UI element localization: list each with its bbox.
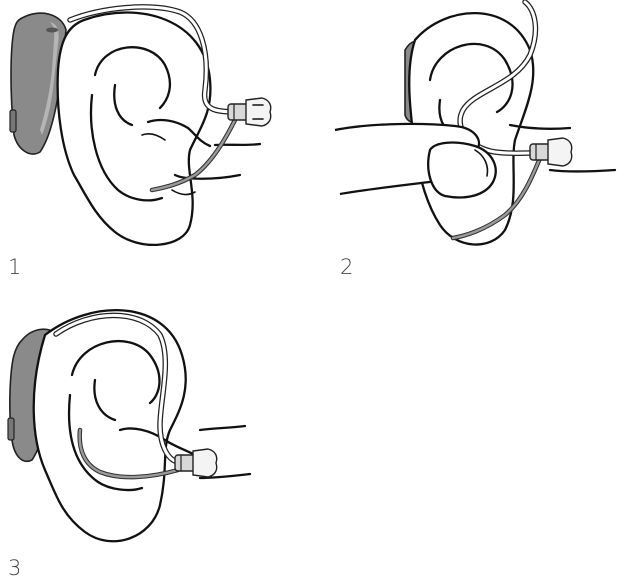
step-number-2: 2 bbox=[340, 257, 353, 278]
step-number-3: 3 bbox=[8, 558, 21, 579]
ear-lobe-edge bbox=[550, 170, 615, 172]
ear-dome bbox=[193, 449, 217, 477]
finger-pushing-receiver-icon bbox=[335, 0, 630, 250]
hearing-aid-door bbox=[8, 418, 14, 440]
receiver bbox=[530, 144, 550, 160]
step-1-illustration bbox=[0, 0, 300, 250]
ear-dome bbox=[548, 138, 572, 166]
hearing-aid-button bbox=[46, 28, 58, 33]
step-2-illustration bbox=[335, 0, 630, 250]
step-number-1: 1 bbox=[8, 257, 21, 278]
receiver bbox=[228, 104, 248, 120]
ear-canal-line bbox=[200, 426, 245, 430]
hearing-aid-door bbox=[10, 110, 16, 132]
fingertip bbox=[428, 143, 495, 198]
ear-dome bbox=[246, 98, 271, 126]
ear-with-hearing-aid-icon bbox=[0, 0, 300, 250]
step-3-illustration bbox=[0, 300, 300, 555]
hearing-aid-fitted-icon bbox=[0, 300, 300, 555]
receiver bbox=[175, 455, 195, 471]
